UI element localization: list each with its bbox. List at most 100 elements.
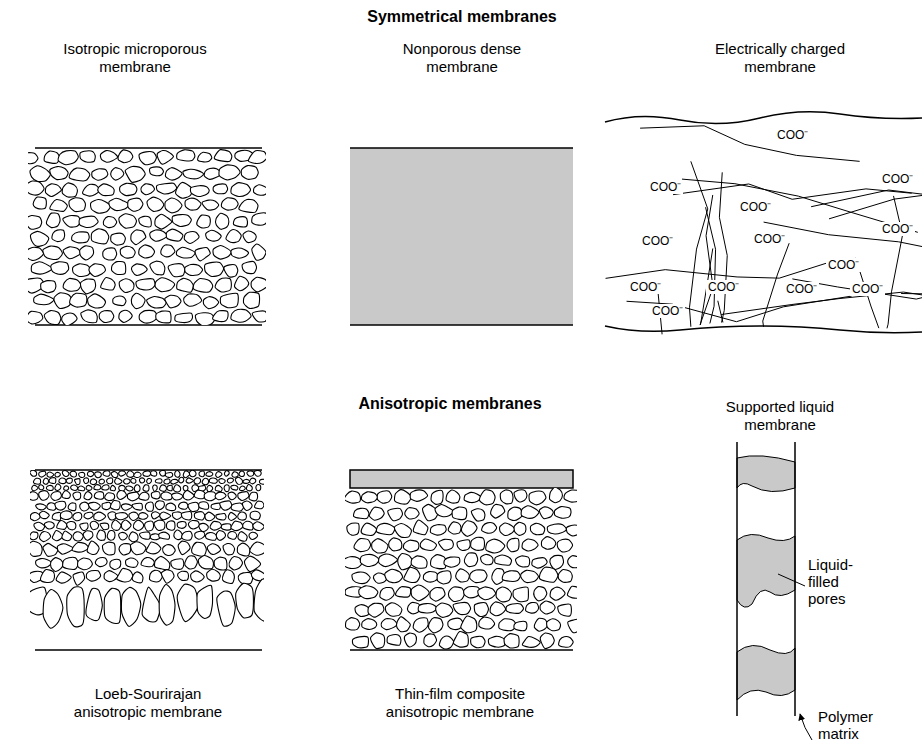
pore (72, 232, 90, 243)
pore (243, 231, 256, 243)
pore (73, 513, 82, 521)
polymer-network (598, 126, 924, 507)
pore (346, 618, 360, 630)
pore (151, 492, 160, 499)
pore (242, 261, 256, 273)
pore (210, 521, 222, 530)
pore (122, 504, 133, 510)
pore (410, 490, 427, 501)
pore (547, 619, 561, 631)
pore (233, 217, 247, 227)
pore (183, 490, 194, 500)
pore (198, 556, 213, 569)
pore (181, 512, 191, 520)
pore (143, 471, 151, 476)
pore (28, 153, 38, 164)
pore (70, 471, 76, 477)
pore (111, 233, 126, 245)
pore (68, 503, 76, 511)
pore (481, 554, 494, 564)
support-pores (345, 488, 577, 649)
pore (171, 559, 184, 569)
polymer-chain (764, 222, 924, 254)
pore (243, 292, 259, 308)
pore (120, 183, 137, 195)
pore (202, 478, 208, 484)
pore (147, 297, 167, 308)
dense-film (350, 148, 573, 325)
membrane-surface (350, 324, 573, 326)
pore (43, 590, 63, 629)
pore (171, 479, 179, 484)
pore (80, 502, 89, 511)
pore (192, 542, 207, 556)
pore (55, 484, 61, 491)
pore (207, 569, 221, 581)
pore (539, 567, 558, 582)
pore (172, 512, 182, 520)
pore (206, 472, 213, 477)
pore (243, 501, 253, 510)
pore (146, 542, 161, 554)
pore (166, 521, 175, 530)
pore (160, 485, 167, 491)
pore (73, 264, 92, 277)
pore (119, 214, 137, 228)
pore (62, 183, 77, 197)
pore (482, 523, 497, 533)
pore (385, 603, 402, 616)
pore (55, 472, 60, 477)
pore (219, 165, 240, 180)
pore (215, 492, 226, 499)
pore (84, 512, 93, 519)
pore (141, 184, 155, 195)
pore (150, 230, 167, 241)
pore (147, 197, 164, 211)
leader-line (778, 574, 805, 586)
polymer-chain (606, 259, 840, 279)
pore (67, 587, 84, 627)
pore (238, 492, 249, 501)
pore (550, 488, 563, 503)
pore (254, 470, 261, 476)
pore (220, 501, 232, 510)
pore (139, 513, 148, 520)
pore (139, 152, 156, 165)
pore (405, 508, 419, 519)
pore (228, 492, 236, 500)
pore (508, 507, 523, 520)
pore (55, 501, 66, 510)
pore (211, 503, 220, 509)
membrane-panel: Supported liquid membrane (715, 398, 845, 434)
pore (209, 478, 217, 483)
pore (63, 278, 81, 291)
pore (226, 230, 241, 243)
section-heading: Anisotropic membranes (320, 395, 580, 412)
pore (436, 603, 453, 617)
pore (206, 230, 222, 241)
pore (188, 502, 199, 511)
pore (136, 279, 155, 290)
pore (110, 500, 120, 509)
pore (36, 559, 52, 568)
pore (474, 603, 488, 617)
pore (220, 293, 238, 308)
pore (237, 543, 250, 556)
pore (175, 471, 180, 478)
pore (155, 214, 172, 229)
pore (495, 555, 512, 565)
pore (44, 522, 54, 529)
pore (159, 584, 175, 625)
pore (223, 543, 234, 554)
pore (80, 279, 95, 294)
pore (238, 572, 252, 584)
pore (464, 553, 477, 567)
pore (190, 470, 196, 477)
pore (30, 532, 38, 540)
pore (44, 151, 60, 163)
pore (456, 569, 470, 582)
pore (60, 511, 72, 520)
pore (140, 532, 151, 539)
pore (532, 558, 547, 568)
panel-caption: Thin-film composite anisotropic membrane (373, 685, 548, 721)
